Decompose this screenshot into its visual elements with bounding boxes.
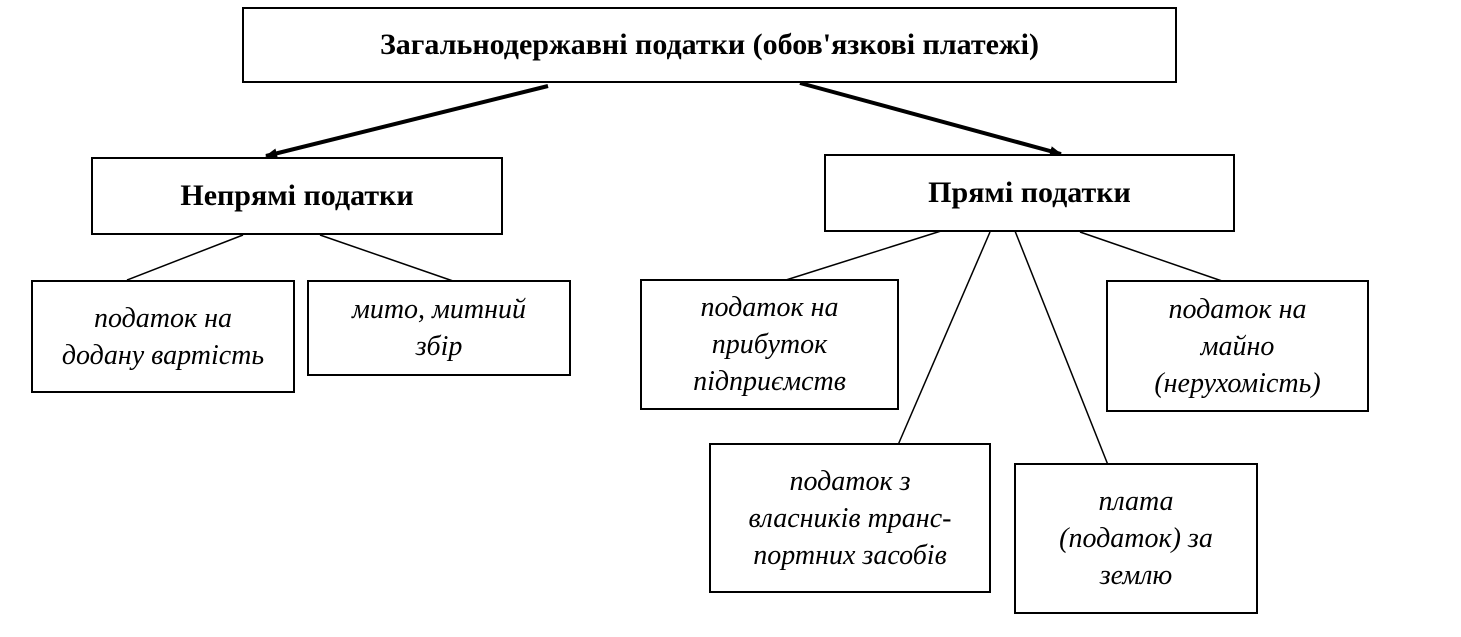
indirect-taxes-label: Непрямі податки [180, 179, 414, 212]
property-tax-box: податок на майно (нерухомість) [1106, 280, 1369, 412]
direct-taxes-label: Прямі податки [928, 176, 1131, 209]
arrow-root-to-indirect [265, 84, 549, 159]
line-indirect-to-vat [126, 234, 244, 281]
customs-duty-label: мито, митний збір [351, 294, 527, 362]
line-indirect-to-customs [319, 234, 454, 282]
direct-taxes-box: Прямі податки [824, 154, 1235, 232]
profit-tax-box: податок на прибуток підприємств [640, 279, 899, 410]
line-direct-to-vehicle [897, 231, 991, 446]
arrow-root-to-direct [799, 81, 1062, 156]
line-direct-to-profit [785, 230, 942, 281]
land-tax-label: плата (податок) за землю [1059, 486, 1213, 591]
property-tax-label: податок на майно (нерухомість) [1154, 293, 1321, 399]
root-box: Загальнодержавні податки (обов'язкові пл… [242, 7, 1177, 83]
customs-duty-box: мито, митний збір [307, 280, 571, 376]
line-direct-to-property [1079, 231, 1223, 282]
land-tax-box: плата (податок) за землю [1014, 463, 1258, 614]
root-label: Загальнодержавні податки (обов'язкові пл… [379, 28, 1040, 61]
vat-box: податок на додану вартість [31, 280, 295, 393]
vat-label: податок на додану вартість [61, 302, 265, 371]
profit-tax-label: податок на прибуток підприємств [693, 292, 846, 397]
vehicle-tax-label: податок з власників транс- портних засоб… [748, 465, 952, 571]
line-direct-to-land [1014, 230, 1109, 466]
vehicle-tax-box: податок з власників транс- портних засоб… [709, 443, 991, 593]
indirect-taxes-box: Непрямі податки [91, 157, 503, 235]
